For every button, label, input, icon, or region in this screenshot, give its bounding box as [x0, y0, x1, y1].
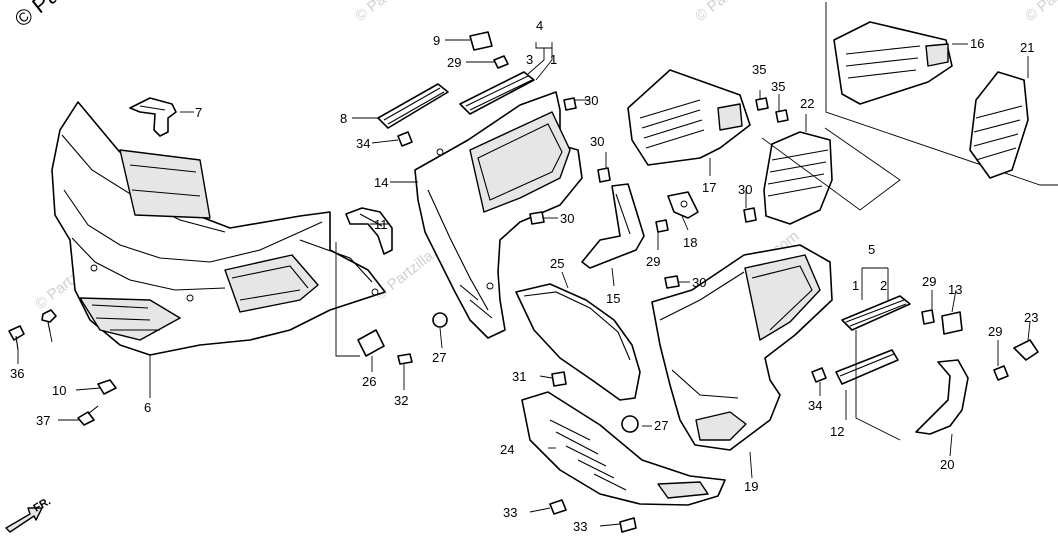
- part-22-box: [761, 127, 901, 211]
- callout-35: 35: [771, 79, 785, 94]
- part-24-under-panel: [521, 391, 726, 506]
- part-22-vent: [763, 131, 833, 225]
- callout-5: 5: [868, 242, 875, 257]
- callout-30: 30: [584, 93, 598, 108]
- callout-23: 23: [1024, 310, 1038, 325]
- callout-9: 9: [433, 33, 440, 48]
- callout-12: 12: [830, 424, 844, 439]
- part-16-vent: [833, 21, 953, 105]
- callout-1: 1: [852, 278, 859, 293]
- part-25-panel: [515, 283, 641, 401]
- callout-2: 2: [880, 278, 887, 293]
- fasteners-left: [8, 309, 117, 426]
- callout-7: 7: [195, 105, 202, 120]
- part-15-bracket: [581, 183, 645, 269]
- part-1-2-trim: [841, 295, 911, 331]
- callout-29: 29: [447, 55, 461, 70]
- callout-31: 31: [512, 369, 526, 384]
- callout-11: 11: [374, 217, 388, 232]
- callout-20: 20: [940, 457, 954, 472]
- part-7-bracket: [129, 97, 177, 137]
- top-fasteners: [397, 31, 509, 147]
- part-19-pocket-cowl: [651, 244, 833, 451]
- callout-6: 6: [144, 400, 151, 415]
- callout-16: 16: [970, 36, 984, 51]
- watermark: © Partzilla.com: [692, 0, 782, 25]
- callout-26: 26: [362, 374, 376, 389]
- callout-34: 34: [356, 136, 370, 151]
- inset-border: [825, 2, 1058, 186]
- callout-24: 24: [500, 442, 514, 457]
- callout-30: 30: [692, 275, 706, 290]
- callout-30: 30: [590, 134, 604, 149]
- front-direction-arrow: FR.: [5, 495, 53, 533]
- callout-30: 30: [738, 182, 752, 197]
- callout-18: 18: [683, 235, 697, 250]
- part-14-center-panel: [414, 91, 583, 339]
- part-6-lower-cowl: [51, 101, 386, 356]
- callout-8: 8: [340, 111, 347, 126]
- callout-21: 21: [1020, 40, 1034, 55]
- callout-3: 3: [526, 52, 533, 67]
- callout-29: 29: [646, 254, 660, 269]
- direction-label: FR.: [32, 495, 53, 514]
- part-21-vent: [969, 71, 1029, 179]
- callout-34: 34: [808, 398, 822, 413]
- callout-37: 37: [36, 413, 50, 428]
- callout-29: 29: [988, 324, 1002, 339]
- callout-17: 17: [702, 180, 716, 195]
- callout-33: 33: [573, 519, 587, 534]
- callout-30: 30: [560, 211, 574, 226]
- small-pieces: [357, 97, 827, 533]
- callout-36: 36: [10, 366, 24, 381]
- callout-10: 10: [52, 383, 66, 398]
- callout-27: 27: [654, 418, 668, 433]
- part-20-strip: [915, 359, 969, 435]
- part-18-clip: [667, 191, 699, 219]
- copyright-text: © Pa: [10, 0, 65, 32]
- callout-4: 4: [536, 18, 543, 33]
- part-12-trim: [835, 349, 899, 385]
- part-8-trim: [377, 83, 449, 129]
- part-3-trim: [459, 71, 535, 115]
- callout-1: 1: [550, 52, 557, 67]
- callout-29: 29: [922, 274, 936, 289]
- callout-numbers: 7 8 9 29 4 3 1 34 14 11 30 30 30 30 30 2…: [10, 18, 1038, 534]
- part-30-clips: [529, 97, 757, 289]
- callout-14: 14: [374, 175, 388, 190]
- watermark: © Partzilla.com: [352, 0, 442, 25]
- part-17-vent: [627, 69, 751, 166]
- right-clips: [921, 309, 1039, 381]
- callout-27: 27: [432, 350, 446, 365]
- callout-19: 19: [744, 479, 758, 494]
- callout-15: 15: [606, 291, 620, 306]
- watermark: © Partzilla.com: [1022, 0, 1058, 25]
- callout-35: 35: [752, 62, 766, 77]
- leader-lines: [17, 39, 1031, 527]
- callout-22: 22: [800, 96, 814, 111]
- callout-25: 25: [550, 256, 564, 271]
- callout-13: 13: [948, 282, 962, 297]
- callout-33: 33: [503, 505, 517, 520]
- callout-32: 32: [394, 393, 408, 408]
